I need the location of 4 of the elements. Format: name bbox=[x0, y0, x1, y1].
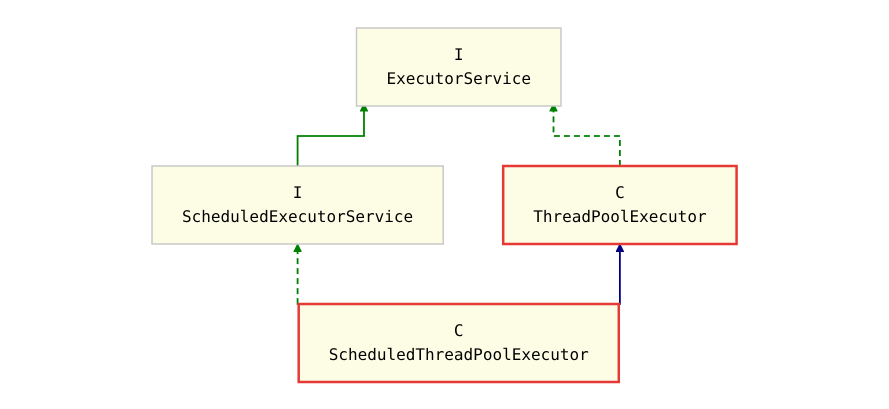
node-box: C ScheduledThreadPoolExecutor bbox=[298, 302, 620, 383]
node-box: C ThreadPoolExecutor bbox=[502, 164, 738, 245]
node-box: I ScheduledExecutorService bbox=[151, 164, 444, 244]
node-box: I ExecutorService bbox=[356, 26, 562, 106]
